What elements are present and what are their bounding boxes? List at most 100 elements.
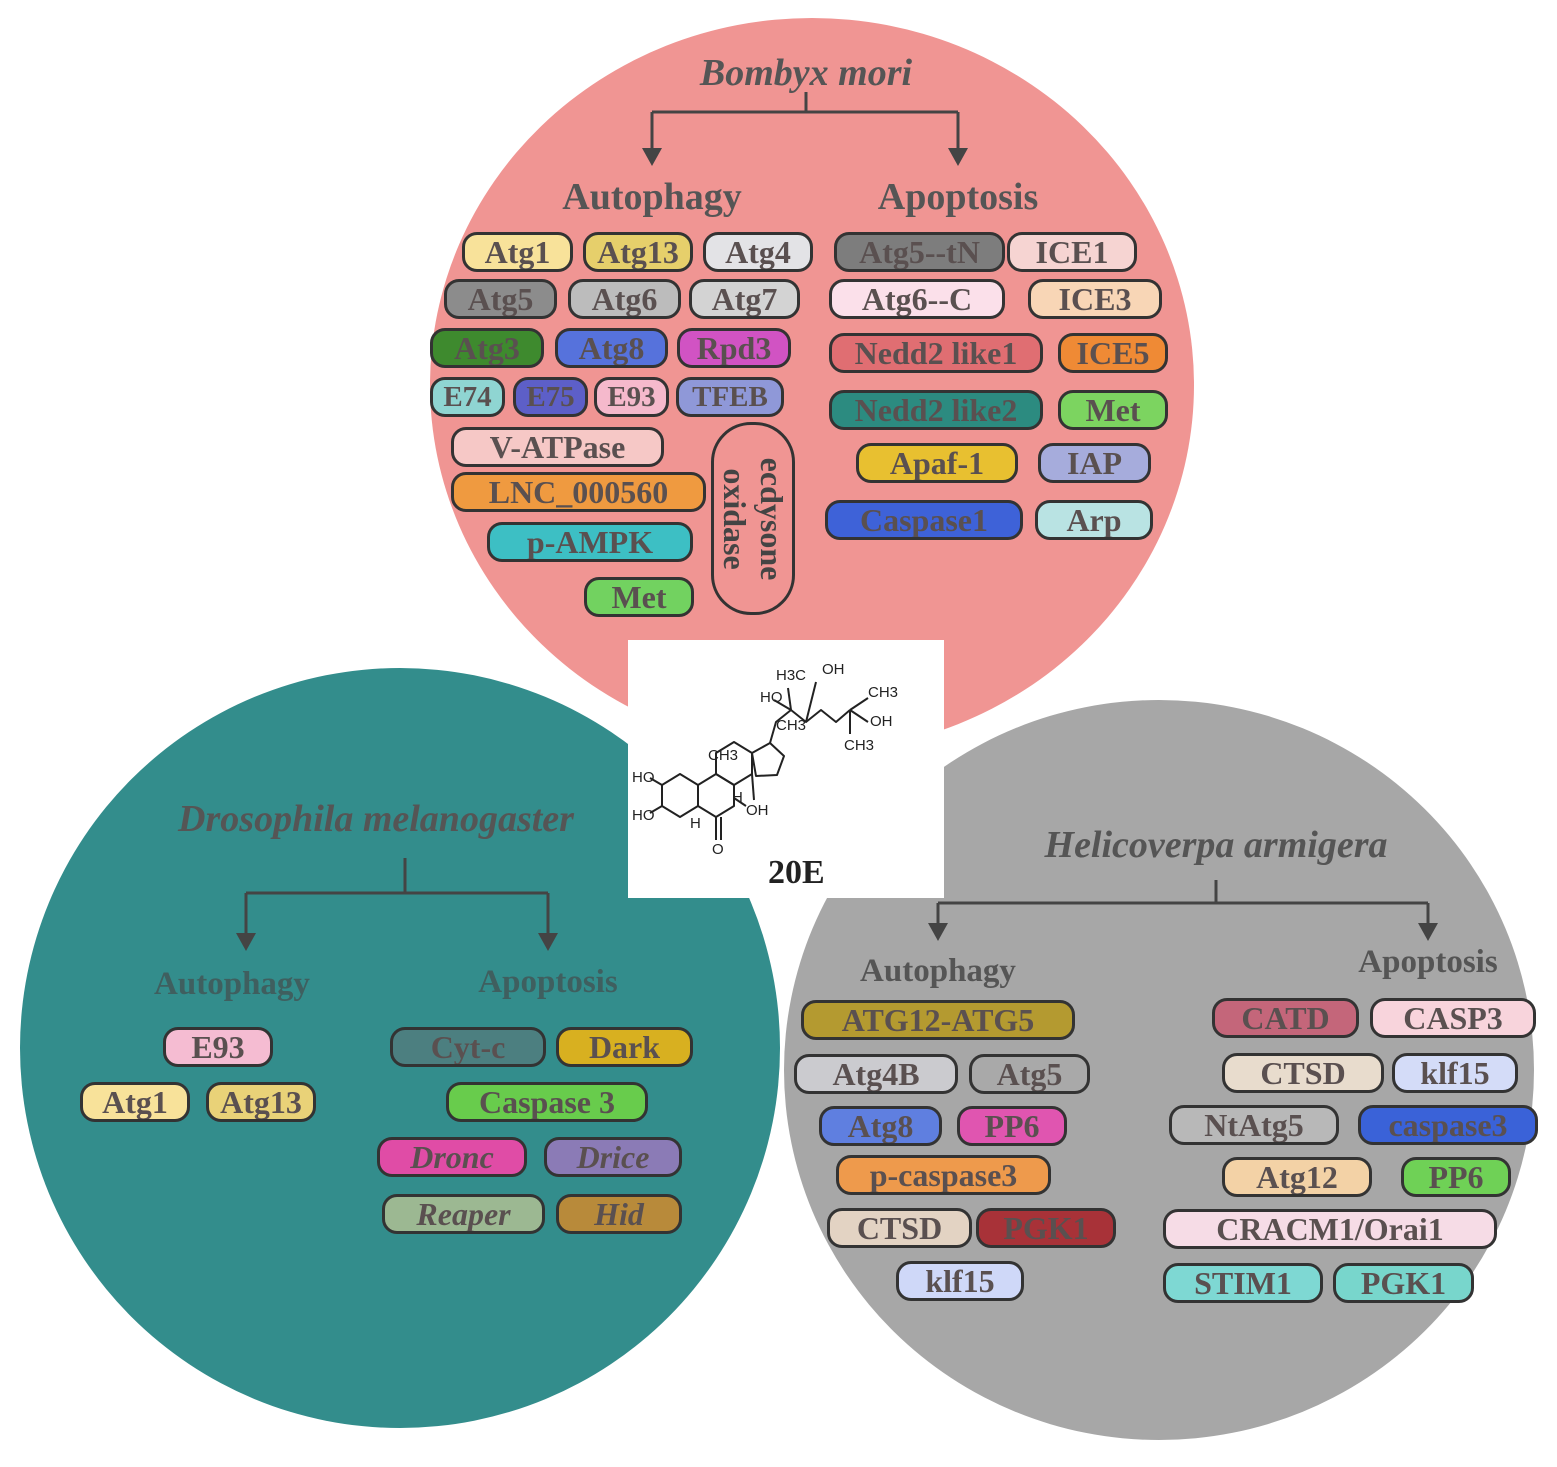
atom-h-9: H bbox=[732, 789, 743, 806]
bombyx-gene-atg13: Atg13 bbox=[583, 232, 693, 272]
bombyx-gene-atg3: Atg3 bbox=[430, 328, 544, 368]
drosophila-gene-dronc: Dronc bbox=[377, 1137, 527, 1177]
atom-ho-side: HO bbox=[760, 689, 783, 706]
drosophila-apoptosis-heading: Apoptosis bbox=[478, 964, 618, 1000]
helicoverpa-gene-atg8: Atg8 bbox=[819, 1106, 942, 1146]
helicoverpa-gene-cracm1-orai1: CRACM1/Orai1 bbox=[1163, 1209, 1497, 1249]
drosophila-gene-drice: Drice bbox=[544, 1137, 682, 1177]
helicoverpa-apoptosis-heading: Apoptosis bbox=[1358, 944, 1498, 980]
drosophila-autophagy-heading: Autophagy bbox=[154, 966, 310, 1002]
helicoverpa-gene-atg4b: Atg4B bbox=[794, 1054, 958, 1094]
side-chain-bond-oh bbox=[849, 709, 869, 723]
helicoverpa-gene-atg12-atg5: ATG12-ATG5 bbox=[801, 1000, 1075, 1040]
drosophila-gene-atg13: Atg13 bbox=[206, 1082, 316, 1122]
atom-oh-top: OH bbox=[822, 661, 845, 678]
bombyx-gene-e93: E93 bbox=[594, 377, 669, 417]
helicoverpa-gene-pgk1: PGK1 bbox=[976, 1208, 1116, 1248]
atom-oh-14: OH bbox=[746, 802, 769, 819]
bombyx-gene-met-apoptosis: Met bbox=[1058, 390, 1168, 430]
bond-7-8 bbox=[733, 797, 747, 807]
bombyx-gene-tfeb: TFEB bbox=[676, 377, 784, 417]
bombyx-gene-nedd2-like1: Nedd2 like1 bbox=[829, 333, 1043, 373]
drosophila-gene-e93: E93 bbox=[163, 1027, 273, 1067]
ecdysone-structure bbox=[649, 681, 869, 840]
helicoverpa-gene-ntatg5: NtAtg5 bbox=[1169, 1105, 1339, 1145]
bombyx-gene-lnc-000560: LNC_000560 bbox=[451, 472, 706, 512]
bombyx-gene-apaf-1: Apaf-1 bbox=[856, 443, 1018, 483]
bombyx-gene-atg7: Atg7 bbox=[689, 279, 800, 319]
side-chain-bond-c20-ch3 bbox=[787, 687, 792, 711]
bombyx-gene-atg5-tn: Atg5--tN bbox=[834, 232, 1005, 272]
compound-label-20e: 20E bbox=[768, 854, 825, 891]
ring-a bbox=[661, 773, 699, 818]
atom-h-5: H bbox=[690, 815, 701, 832]
atom-h3c: H3C bbox=[776, 667, 807, 684]
ecdysone-oxidase-line-2: oxidase bbox=[717, 467, 753, 570]
bombyx-gene-ice1: ICE1 bbox=[1007, 232, 1137, 272]
bombyx-gene-met: Met bbox=[584, 577, 694, 617]
helicoverpa-gene-catd: CATD bbox=[1212, 998, 1359, 1038]
helicoverpa-gene-p-caspase3: p-caspase3 bbox=[836, 1155, 1051, 1195]
ecdysone-oxidase-label: ecdysone oxidase bbox=[716, 457, 790, 580]
bombyx-gene-atg6: Atg6 bbox=[568, 279, 681, 319]
bombyx-gene-caspase1: Caspase1 bbox=[825, 500, 1023, 540]
bombyx-gene-rpd3: Rpd3 bbox=[677, 328, 791, 368]
drosophila-gene-atg1: Atg1 bbox=[80, 1082, 190, 1122]
drosophila-gene-cyt-c: Cyt-c bbox=[390, 1027, 546, 1067]
bombyx-gene-ice5: ICE5 bbox=[1058, 333, 1168, 373]
atom-ho-2: HO bbox=[632, 769, 655, 786]
drosophila-species-title: Drosophila melanogaster bbox=[178, 798, 574, 840]
bombyx-gene-arp: Arp bbox=[1035, 500, 1153, 540]
bombyx-autophagy-heading: Autophagy bbox=[562, 176, 742, 218]
bond-3-oh bbox=[649, 805, 663, 814]
atom-ch3-c19: CH3 bbox=[708, 747, 739, 764]
atom-ch3-c18: CH3 bbox=[776, 717, 807, 734]
bombyx-gene-ecdysone-oxidase: ecdysone oxidase bbox=[711, 422, 795, 615]
atom-ch3-right: CH3 bbox=[868, 684, 899, 701]
helicoverpa-gene-pp6: PP6 bbox=[957, 1106, 1067, 1146]
bombyx-gene-ice3: ICE3 bbox=[1028, 279, 1162, 319]
helicoverpa-gene-stim1: STIM1 bbox=[1163, 1263, 1323, 1303]
bombyx-gene-iap: IAP bbox=[1038, 443, 1151, 483]
atom-ho-3: HO bbox=[632, 807, 655, 824]
helicoverpa-gene-klf15-apoptosis: klf15 bbox=[1392, 1053, 1518, 1093]
side-chain-bond-ch3 bbox=[849, 697, 869, 711]
helicoverpa-gene-pgk1-apoptosis: PGK1 bbox=[1333, 1263, 1474, 1303]
helicoverpa-gene-ctsd: CTSD bbox=[827, 1208, 972, 1248]
atom-o-6: O bbox=[712, 841, 724, 858]
helicoverpa-gene-ctsd-apoptosis: CTSD bbox=[1222, 1053, 1384, 1093]
drosophila-gene-dark: Dark bbox=[556, 1027, 693, 1067]
helicoverpa-gene-atg5: Atg5 bbox=[969, 1054, 1090, 1094]
bombyx-species-title: Bombyx mori bbox=[699, 52, 913, 94]
helicoverpa-autophagy-heading: Autophagy bbox=[860, 953, 1016, 989]
side-chain-bond-c20-oh bbox=[773, 699, 792, 711]
bombyx-gene-e75: E75 bbox=[513, 377, 588, 417]
molecule-panel: H3C OH HO CH3 OH CH3 CH3 CH3 HO HO H OH … bbox=[628, 640, 944, 898]
helicoverpa-gene-casp3: CASP3 bbox=[1370, 998, 1536, 1038]
atom-ch3-right2: CH3 bbox=[844, 737, 875, 754]
bombyx-gene-e74: E74 bbox=[430, 377, 505, 417]
drosophila-gene-hid: Hid bbox=[556, 1194, 682, 1234]
bombyx-apoptosis-heading: Apoptosis bbox=[877, 176, 1039, 218]
bombyx-gene-v-atpase: V-ATPase bbox=[451, 427, 664, 467]
helicoverpa-gene-caspase3: caspase3 bbox=[1358, 1105, 1538, 1145]
bombyx-gene-atg8: Atg8 bbox=[555, 328, 668, 368]
bombyx-gene-atg5: Atg5 bbox=[444, 279, 557, 319]
helicoverpa-gene-pp6-apoptosis: PP6 bbox=[1401, 1157, 1511, 1197]
helicoverpa-gene-atg12: Atg12 bbox=[1222, 1157, 1372, 1197]
atom-oh-right: OH bbox=[870, 713, 893, 730]
ring-b bbox=[697, 773, 735, 818]
ecdysone-oxidase-line-1: ecdysone bbox=[753, 457, 790, 580]
bombyx-gene-atg4: Atg4 bbox=[703, 232, 813, 272]
side-chain-bond-c22-oh bbox=[805, 681, 817, 723]
helicoverpa-species-title: Helicoverpa armigera bbox=[1044, 824, 1388, 866]
helicoverpa-gene-klf15: klf15 bbox=[896, 1261, 1024, 1301]
bombyx-gene-nedd2-like2: Nedd2 like2 bbox=[829, 390, 1043, 430]
bond-2-oh bbox=[649, 777, 663, 786]
drosophila-gene-caspase-3: Caspase 3 bbox=[446, 1082, 648, 1122]
bombyx-gene-atg6-c: Atg6--C bbox=[829, 279, 1005, 319]
bombyx-gene-atg1: Atg1 bbox=[462, 232, 573, 272]
ring-d bbox=[751, 742, 785, 777]
bombyx-gene-p-ampk: p-AMPK bbox=[487, 522, 693, 562]
bond-14-oh bbox=[751, 773, 755, 801]
